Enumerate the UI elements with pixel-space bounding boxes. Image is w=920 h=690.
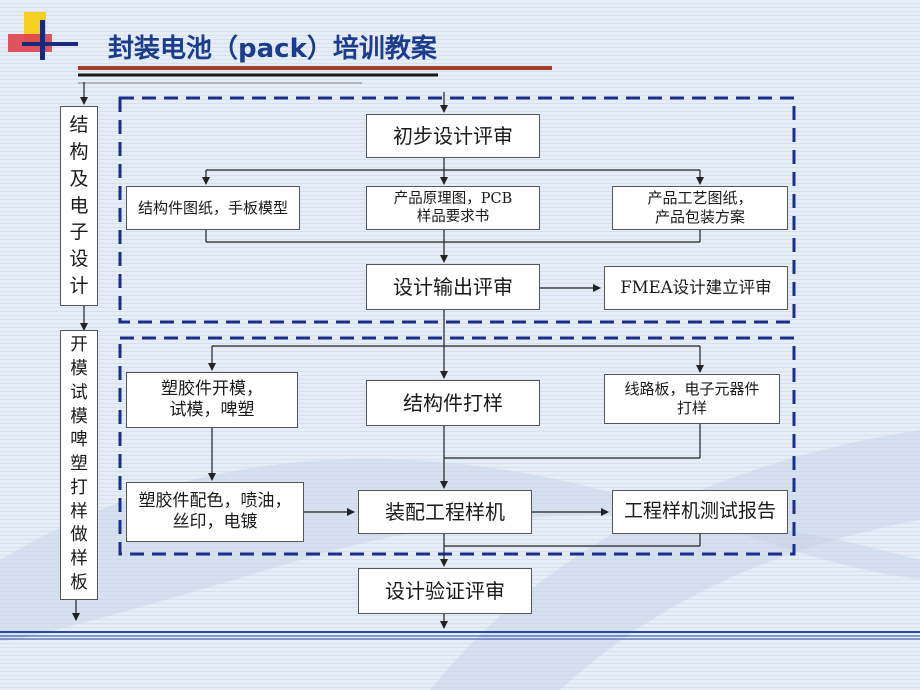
side-label-char: 打 (70, 477, 88, 498)
side-label-char: 子 (69, 221, 89, 244)
side-label-char: 构 (69, 140, 89, 163)
initial-design-review-box: 初步设计评审 (366, 114, 540, 158)
plastic-mold-box: 塑胶件开模， 试模，啤塑 (126, 372, 298, 428)
side-label-char: 设 (69, 248, 89, 271)
side-label-char: 啤 (70, 430, 88, 451)
structure-drawing-box: 结构件图纸，手板模型 (126, 186, 300, 230)
side-label-char: 模 (70, 406, 88, 427)
structure-sample-box: 结构件打样 (366, 380, 540, 426)
side-label-sample: 开 模 试 模 啤 塑 打 样 做 样 板 (60, 330, 98, 600)
side-label-char: 开 (70, 335, 88, 356)
side-label-design: 结 构 及 电 子 设 计 (60, 106, 98, 306)
side-label-char: 模 (70, 358, 88, 379)
side-label-char: 计 (69, 275, 89, 298)
side-label-char: 试 (70, 382, 88, 403)
side-label-char: 塑 (70, 454, 88, 475)
design-phase-frame (118, 96, 796, 324)
fmea-review-box: FMEA设计建立评审 (604, 266, 788, 310)
schematic-pcb-box: 产品原理图，PCB 样品要求书 (366, 186, 540, 230)
assembly-prototype-box: 装配工程样机 (358, 490, 532, 534)
side-label-char: 板 (70, 573, 88, 594)
side-label-char: 样 (70, 549, 88, 570)
plastic-finish-box: 塑胶件配色，喷油， 丝印，电镀 (126, 482, 304, 542)
prototype-test-report-box: 工程样机测试报告 (612, 490, 788, 534)
process-drawing-box: 产品工艺图纸， 产品包装方案 (612, 186, 788, 230)
page-title: 封装电池（pack）培训教案 (108, 34, 437, 64)
pcb-sample-box: 线路板，电子元器件 打样 (604, 374, 780, 424)
side-label-char: 及 (69, 167, 89, 190)
side-label-char: 样 (70, 501, 88, 522)
side-label-char: 结 (69, 113, 89, 136)
side-label-char: 电 (69, 194, 89, 217)
sample-phase-frame (118, 336, 796, 556)
design-verification-review-box: 设计验证评审 (358, 568, 532, 614)
side-label-char: 做 (70, 525, 88, 546)
design-output-review-box: 设计输出评审 (366, 264, 540, 310)
